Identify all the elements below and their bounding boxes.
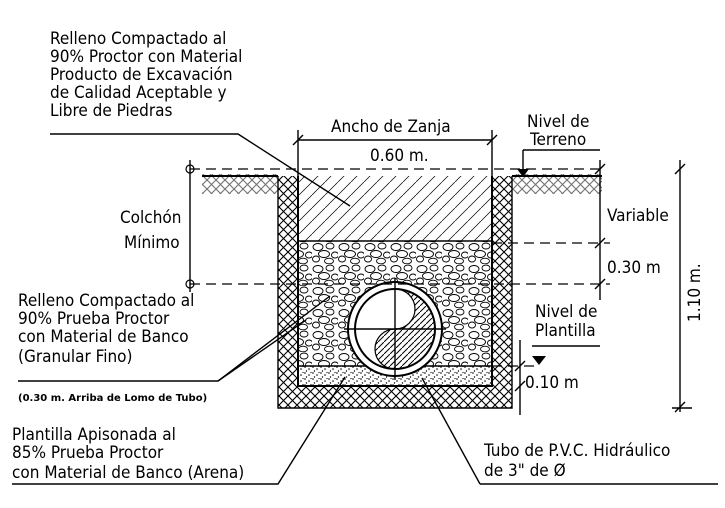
dim-010-label: 0.10 m	[525, 373, 579, 393]
ancho-dimension	[292, 130, 498, 176]
dim-110-label: 1.10 m.	[685, 263, 705, 322]
relleno-top-line1: Relleno Compactado al	[50, 29, 226, 49]
plantilla-line2: 85% Prueba Proctor	[12, 443, 164, 463]
ancho-zanja-value: 0.60 m.	[370, 146, 429, 166]
ground-surface	[202, 174, 602, 194]
relleno-top-line2: 90% Proctor con Material	[50, 47, 242, 67]
relleno-top-line5: Libre de Piedras	[50, 101, 173, 121]
relleno-top-line4: de Calidad Aceptable y	[50, 83, 227, 103]
relleno-mid-line2: 90% Prueba Proctor	[18, 309, 170, 329]
plantilla-line3: con Material de Banco (Arena)	[12, 463, 244, 483]
nivel-terreno-line1: Nivel de	[527, 112, 589, 132]
note-030-label: (0.30 m. Arriba de Lomo de Tubo)	[18, 393, 207, 404]
tubo-line1: Tubo de P.V.C. Hidráulico	[483, 441, 670, 461]
nivel-plantilla-line1: Nivel de	[535, 302, 597, 322]
terrain-level-marker	[517, 149, 600, 177]
level-lines	[190, 168, 610, 367]
colchon-line1: Colchón	[120, 208, 181, 228]
relleno-top-line3: Producto de Excavación	[50, 65, 233, 85]
right-dimensions	[514, 160, 692, 415]
plantilla-line1: Plantilla Apisonada al	[12, 425, 176, 445]
relleno-mid-line1: Relleno Compactado al	[18, 291, 194, 311]
relleno-mid-line4: (Granular Fino)	[18, 347, 132, 367]
ancho-zanja-label: Ancho de Zanja	[331, 117, 451, 137]
tubo-line2: de 3" de Ø	[484, 461, 566, 481]
leader-lines	[12, 133, 718, 485]
dim-030-label: 0.30 m	[607, 258, 661, 278]
colchon-line2: Mínimo	[124, 233, 180, 253]
variable-label: Variable	[607, 206, 669, 226]
colchon-dimension	[185, 160, 195, 292]
backfill-layer	[298, 176, 492, 241]
pvc-pipe	[344, 278, 446, 380]
bedding-level-marker	[532, 345, 600, 365]
relleno-mid-line3: con Material de Banco	[18, 327, 189, 347]
nivel-plantilla-line2: Plantilla	[535, 321, 596, 341]
nivel-terreno-line2: Terreno	[529, 130, 586, 150]
